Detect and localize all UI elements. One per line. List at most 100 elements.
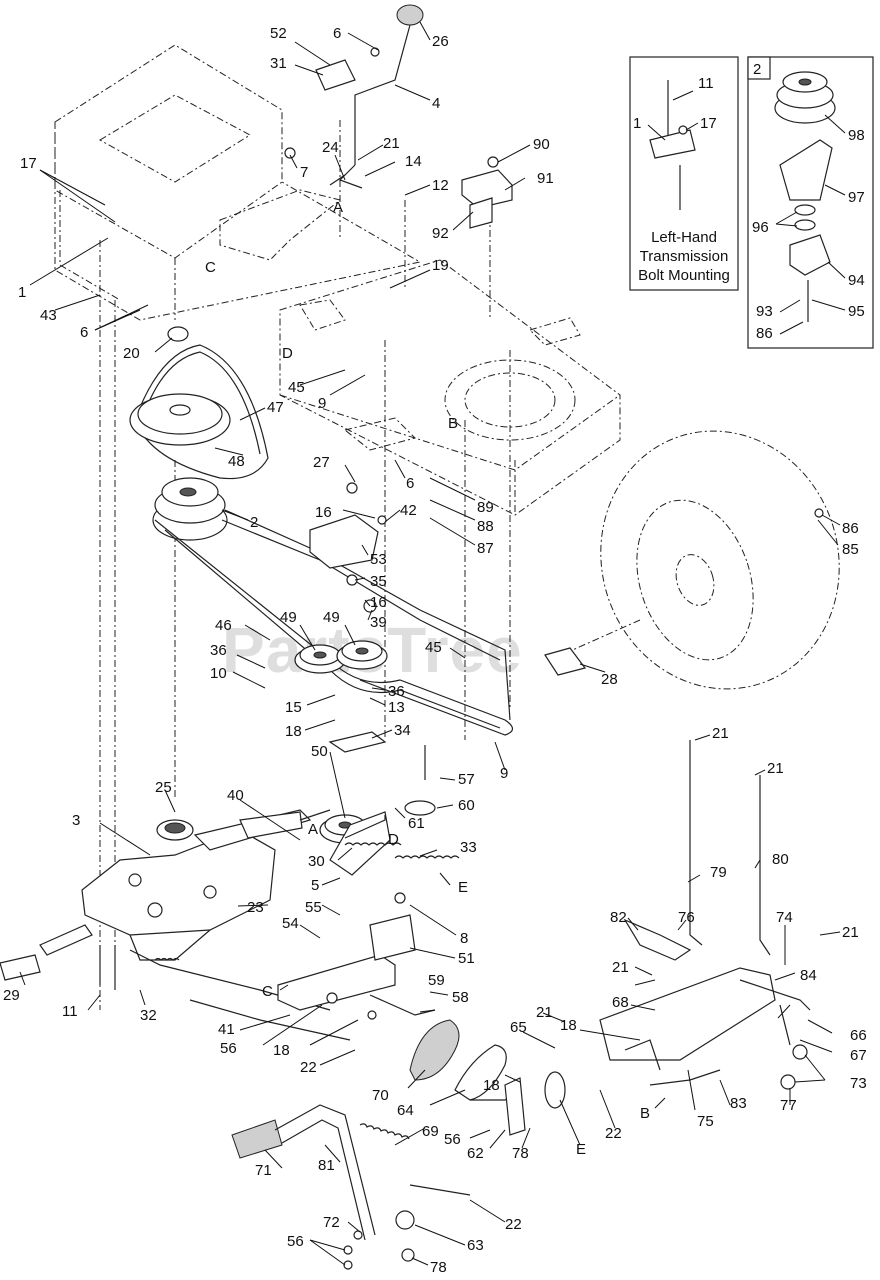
callout-60: 60	[458, 797, 475, 814]
callout-33: 33	[460, 839, 477, 856]
callout-1: 1	[18, 284, 26, 301]
callout-46: 46	[215, 617, 232, 634]
callout-40: 40	[227, 787, 244, 804]
letter-B-2: B	[640, 1105, 650, 1122]
callout-54: 54	[282, 915, 299, 932]
callout-36: 36	[210, 642, 227, 659]
callout-73: 73	[850, 1075, 867, 1092]
callout-61: 61	[408, 815, 425, 832]
callout-6: 6	[333, 25, 341, 42]
callout-65: 65	[510, 1019, 527, 1036]
inset-caption-line2: Transmission	[640, 248, 729, 265]
letter-D-1: D	[282, 345, 293, 362]
callout-52: 52	[270, 25, 287, 42]
lever-81-71	[231, 1104, 471, 1270]
letter-A-2: A	[308, 821, 318, 838]
callout-6-c: 6	[406, 475, 414, 492]
callout-49: 49	[280, 609, 297, 626]
callout-81: 81	[318, 1157, 335, 1174]
callout-87: 87	[477, 540, 494, 557]
inset-right-callout-98: 98	[848, 127, 865, 144]
callout-92: 92	[432, 225, 449, 242]
callout-43: 43	[40, 307, 57, 324]
callout-50: 50	[311, 743, 328, 760]
callout-79: 79	[710, 864, 727, 881]
callout-25: 25	[155, 779, 172, 796]
letter-C-2: C	[262, 983, 273, 1000]
letter-B-1: B	[448, 415, 458, 432]
callout-66: 66	[850, 1027, 867, 1044]
inset-left-callout-11: 11	[698, 75, 714, 92]
callout-45: 45	[288, 379, 305, 396]
bracket-91	[461, 156, 513, 229]
callout-72: 72	[323, 1214, 340, 1231]
callout-16-b: 16	[370, 594, 387, 611]
callout-49-b: 49	[323, 609, 340, 626]
transmission	[0, 809, 331, 990]
callout-19: 19	[432, 257, 449, 274]
callout-57: 57	[458, 771, 475, 788]
callout-41: 41	[218, 1021, 235, 1038]
callout-83: 83	[730, 1095, 747, 1112]
inset-right-labels: 2 98 97 96 94 93 95 86	[752, 61, 865, 342]
pedal-frame	[599, 740, 811, 1090]
inset-caption-line3: Bolt Mounting	[638, 267, 730, 284]
callout-70: 70	[372, 1087, 389, 1104]
callout-18-c: 18	[273, 1042, 290, 1059]
callout-88: 88	[477, 518, 494, 535]
callout-58: 58	[452, 989, 469, 1006]
inset-left-callout-17: 17	[700, 115, 717, 132]
callout-31: 31	[270, 55, 287, 72]
callout-28: 28	[601, 671, 618, 688]
inset-caption-line1: Left-Hand	[651, 229, 717, 246]
callout-21-c: 21	[767, 760, 784, 777]
inset-left-callout-1: 1	[633, 115, 641, 132]
callout-18-b: 18	[560, 1017, 577, 1034]
callout-4: 4	[432, 95, 440, 112]
callout-67: 67	[850, 1047, 867, 1064]
letter-D-2: D	[388, 831, 399, 848]
inset-right-callout-97: 97	[848, 189, 865, 206]
callout-59: 59	[428, 972, 445, 989]
callout-47: 47	[267, 399, 284, 416]
inset-right-callout-95: 95	[848, 303, 865, 320]
inset-box-2	[747, 56, 874, 349]
callout-7: 7	[300, 164, 308, 181]
rear-wheel	[549, 430, 840, 690]
letter-A-1: A	[333, 199, 343, 216]
callout-18-d: 18	[483, 1077, 500, 1094]
shift-lever	[284, 4, 424, 189]
inset-number-2: 2	[753, 61, 761, 78]
callout-34: 34	[394, 722, 411, 739]
callout-15: 15	[285, 699, 302, 716]
shafts	[544, 508, 824, 676]
inset-right-callout-86: 86	[756, 325, 773, 342]
callout-82: 82	[610, 909, 627, 926]
inset-left-hand-bolt-mounting	[629, 56, 739, 291]
callout-22: 22	[300, 1059, 317, 1076]
callout-90: 90	[533, 136, 550, 153]
letter-E-1: E	[458, 879, 468, 896]
callout-27: 27	[313, 454, 330, 471]
pedal-70-64	[409, 1019, 566, 1136]
callout-56: 56	[220, 1040, 237, 1057]
pulley-2-belt-46	[152, 477, 514, 736]
callout-51: 51	[458, 950, 475, 967]
callout-48: 48	[228, 453, 245, 470]
springs-30-33	[344, 842, 460, 859]
callout-9: 9	[318, 395, 326, 412]
callout-21: 21	[383, 135, 400, 152]
callout-35: 35	[370, 573, 387, 590]
callout-63: 63	[467, 1237, 484, 1254]
callout-17: 17	[20, 155, 37, 172]
callout-6-b: 6	[80, 324, 88, 341]
callout-12: 12	[432, 177, 449, 194]
callout-56-b: 56	[444, 1131, 461, 1148]
callout-5: 5	[311, 877, 319, 894]
callout-21-d: 21	[842, 924, 859, 941]
callout-32: 32	[140, 1007, 157, 1024]
main-frame	[279, 259, 621, 516]
callout-75: 75	[697, 1113, 714, 1130]
callout-11: 11	[62, 1003, 78, 1020]
